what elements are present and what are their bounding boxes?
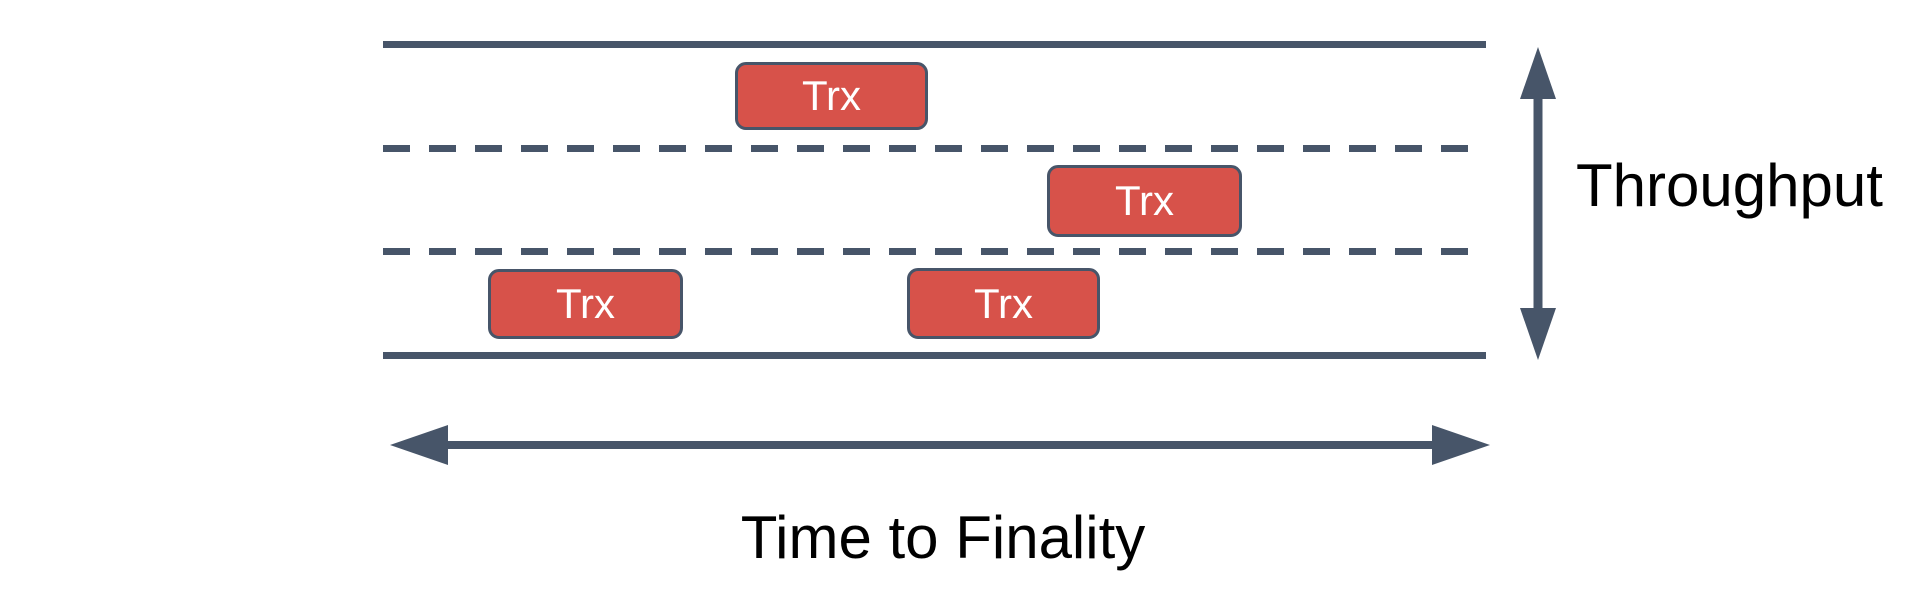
trx-box-lane-bottom-right: Trx	[907, 268, 1100, 339]
trx-label: Trx	[1114, 177, 1175, 224]
trx-label: Trx	[555, 280, 616, 327]
lane-divider-lower	[383, 248, 1486, 255]
vertical-arrow-head-down	[1520, 308, 1556, 360]
time-to-finality-label: Time to Finality	[740, 504, 1146, 571]
vertical-arrow-shaft	[1533, 93, 1543, 314]
horizontal-arrow-head-right	[1432, 425, 1490, 465]
trx-box-lane-bottom-left: Trx	[488, 269, 683, 339]
trx-label: Trx	[973, 279, 1034, 327]
throughput-label: Throughput	[1576, 152, 1883, 219]
lane-divider-upper	[383, 145, 1486, 152]
trx-label: Trx	[801, 72, 862, 119]
road-top-line	[383, 41, 1486, 48]
vertical-arrow-head-up	[1520, 47, 1556, 99]
horizontal-arrow-head-left	[390, 425, 448, 465]
horizontal-arrow-shaft	[440, 441, 1440, 449]
horizontal-double-arrow-icon	[390, 425, 1490, 465]
road-bottom-line	[383, 352, 1486, 359]
trx-box-lane-middle: Trx	[1047, 165, 1242, 237]
vertical-double-arrow-icon	[1520, 47, 1556, 360]
trx-box-lane-top: Trx	[735, 62, 928, 130]
